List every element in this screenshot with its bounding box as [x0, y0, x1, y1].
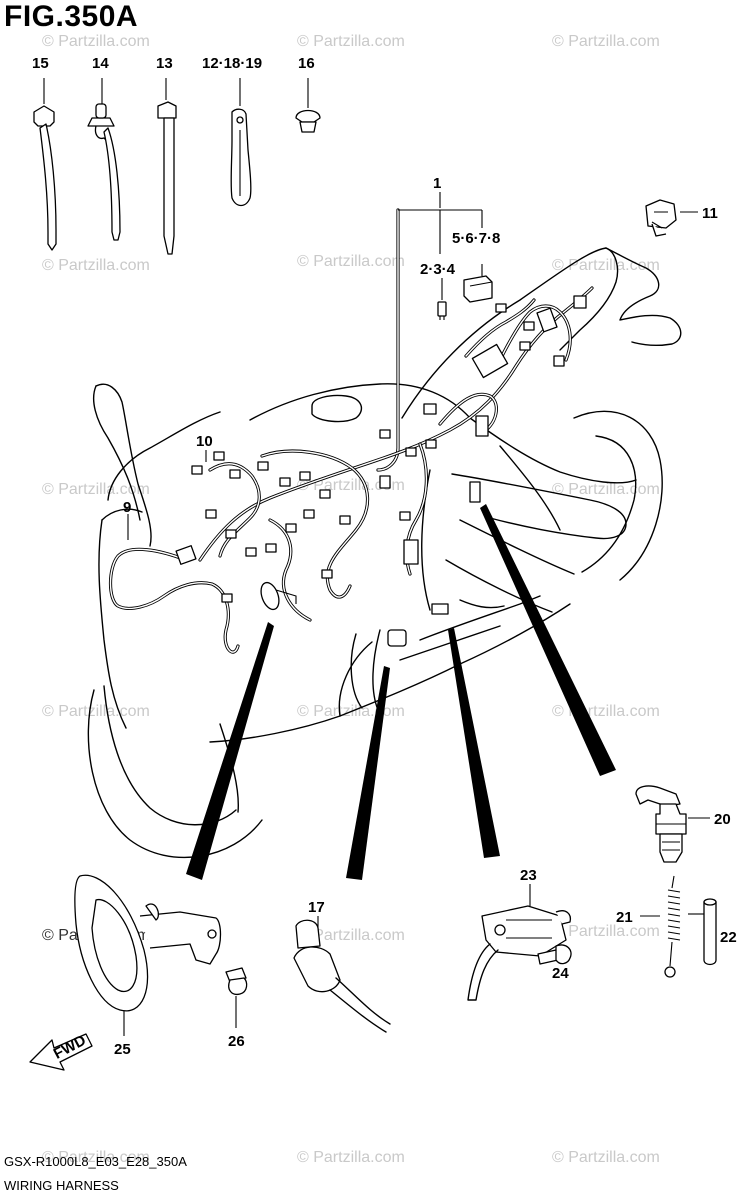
callouts: 1 2·3·4 5·6·7·8 9 10 11 12·18·19 13 14 1…	[32, 55, 737, 1058]
callout-9: 9	[123, 499, 131, 516]
callout-2-3-4: 2·3·4	[420, 261, 456, 278]
callout-1: 1	[433, 175, 441, 192]
pointer-lines	[43, 78, 710, 1036]
clamp-14	[87, 103, 121, 241]
callout-5-6-7-8: 5·6·7·8	[452, 230, 500, 247]
fuse-2	[437, 301, 447, 320]
watermark: © Partzilla.com	[552, 481, 660, 498]
watermark: © Partzilla.com	[297, 927, 405, 944]
callout-17: 17	[308, 899, 325, 916]
clip-16	[295, 109, 321, 133]
wiring-harness	[108, 208, 594, 654]
relay-5	[463, 275, 493, 303]
figure-title: FIG.350A	[4, 0, 139, 33]
callout-15: 15	[32, 55, 49, 72]
watermark: © Partzilla.com	[297, 33, 405, 50]
harness-connectors	[175, 295, 587, 647]
zoom-wedges	[186, 504, 616, 880]
fwd-label: FWD	[51, 1032, 89, 1063]
horn-small	[260, 581, 297, 611]
callout-13: 13	[156, 55, 173, 72]
watermark: © Partzilla.com	[297, 1149, 405, 1166]
callout-10: 10	[196, 433, 213, 450]
watermark: © Partzilla.com	[42, 33, 150, 50]
callout-23: 23	[520, 867, 537, 884]
callout-11: 11	[702, 205, 718, 222]
callout-22: 22	[720, 929, 737, 946]
switch-20	[635, 785, 687, 863]
watermark: © Partzilla.com	[297, 253, 405, 270]
tube-22	[703, 898, 717, 966]
model-code: GSX-R1000L8_E03_E28_350A	[4, 1154, 187, 1169]
callout-20: 20	[714, 811, 731, 828]
spring-21	[664, 875, 681, 978]
sensor-17	[293, 919, 391, 1033]
screw-24	[537, 944, 572, 965]
watermark: © Partzilla.com	[552, 1149, 660, 1166]
callout-21: 21	[616, 909, 633, 926]
watermark: © Partzilla.com	[42, 481, 150, 498]
callout-26: 26	[228, 1033, 245, 1050]
watermark: © Partzilla.com	[42, 1149, 150, 1166]
watermark: © Partzilla.com	[552, 703, 660, 720]
watermark: © Partzilla.com	[552, 33, 660, 50]
watermark: © Partzilla.com	[552, 923, 660, 940]
watermark: © Partzilla.com	[552, 257, 660, 274]
cable-tie-15	[33, 105, 57, 251]
cable-tie-13	[157, 101, 177, 255]
fwd-arrow-icon: FWD	[29, 1032, 93, 1071]
callout-25: 25	[114, 1041, 131, 1058]
bolt-26	[225, 967, 248, 996]
band-12	[230, 108, 252, 207]
callout-12-18-19: 12·18·19	[202, 55, 262, 72]
watermark: © Partzilla.com	[42, 257, 150, 274]
watermark: © Partzilla.com	[42, 703, 150, 720]
motorcycle-outline	[87, 247, 682, 859]
horn-25	[74, 874, 222, 1012]
callout-14: 14	[92, 55, 109, 72]
callout-16: 16	[298, 55, 315, 72]
section-name: WIRING HARNESS	[4, 1178, 119, 1193]
sensor-23	[467, 905, 572, 1001]
callout-24: 24	[552, 965, 569, 982]
connector-11	[645, 199, 677, 237]
